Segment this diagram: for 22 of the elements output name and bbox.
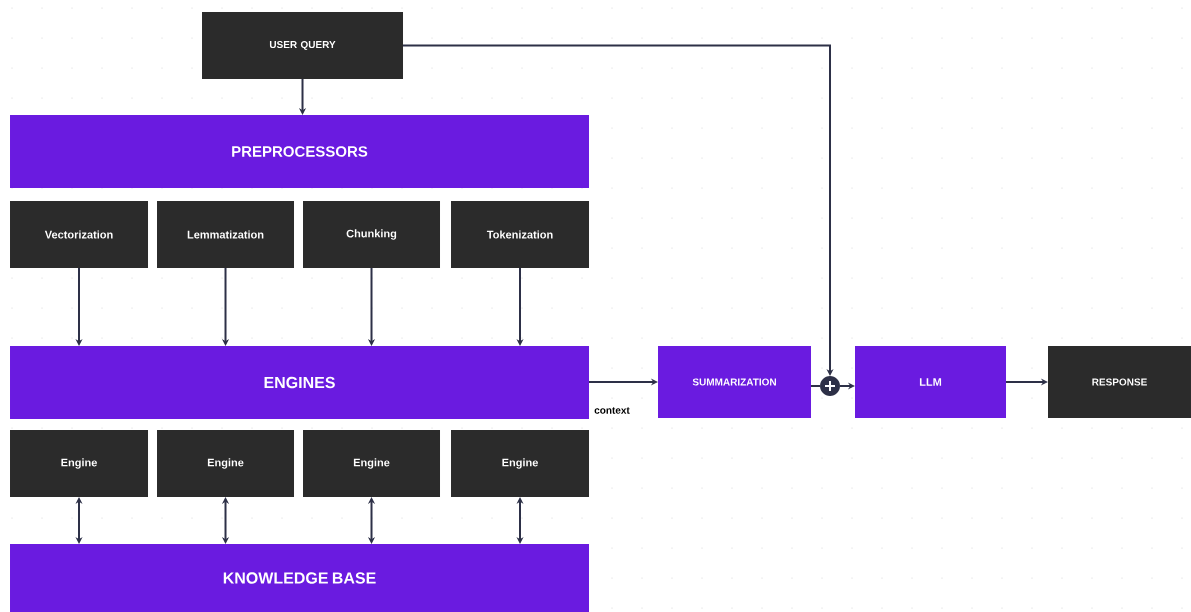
process-box: Vectorization [10,201,148,268]
section-band: LLM [855,346,1006,418]
plus-circle [820,376,840,396]
process-box: USER QUERY [202,12,403,79]
edge-label: context [594,407,630,414]
process-box: Engine [451,430,589,497]
process-box: Chunking [303,201,440,268]
process-box: Lemmatization [157,201,294,268]
arrow [516,497,524,544]
arrow [402,44,834,376]
process-box: Engine [157,430,294,497]
arrow [367,497,376,544]
process-box: Engine [10,430,148,497]
process-box: Engine [303,430,440,497]
section-band: KNOWLEDGE BASE [10,544,589,612]
section-band: PREPROCESSORS [10,115,589,188]
arrow [75,497,83,544]
section-band: ENGINES [10,346,589,419]
arrow [221,497,230,544]
process-box: RESPONSE [1048,346,1191,418]
process-box: Tokenization [451,201,589,268]
section-band: SUMMARIZATION [658,346,811,418]
